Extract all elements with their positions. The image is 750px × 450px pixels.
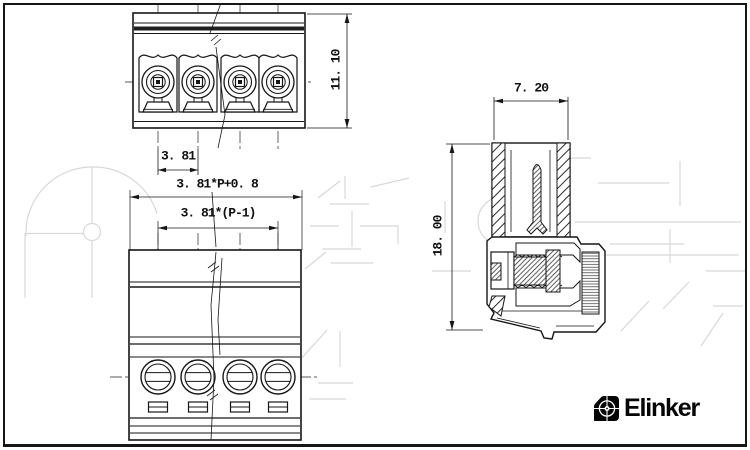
dim-side-width-label: 7. 20: [513, 80, 549, 96]
dim-total-width-label: 3. 81*P+0. 8: [176, 176, 259, 192]
dimension-total-width: [129, 190, 303, 250]
pole-1: [138, 54, 178, 113]
break-line-top-view: [206, 251, 223, 441]
dim-pitch-label: 3. 81: [160, 148, 196, 164]
clamp-bottom: [515, 279, 581, 307]
contact-pin: [526, 164, 548, 235]
watermark-logo-arc: [25, 166, 158, 237]
watermark-logo-center: [82, 222, 102, 242]
dim-pole-span-label: 3. 81*(P-1): [180, 205, 257, 221]
dimension-pitch: [157, 149, 199, 175]
front-view: [125, 2, 313, 150]
elinker-target-icon: [594, 395, 619, 421]
pole-4: [258, 54, 298, 113]
side-section-view: [446, 97, 606, 340]
dim-front-height-label: 11. 10: [328, 49, 344, 91]
latch-band: [134, 26, 304, 31]
dimension-side-height: [446, 143, 490, 331]
dimension-side-width: [493, 97, 569, 140]
top-view: [110, 232, 320, 443]
pole-3: [220, 54, 260, 113]
brand-logo: Elinker: [593, 392, 700, 424]
dimension-front-height: [307, 13, 352, 129]
dim-side-height-label: 18. 00: [430, 215, 446, 257]
brand-logo-text: Elinker: [624, 393, 700, 422]
dimension-pole-span: [157, 221, 279, 250]
break-line-middle: [211, 191, 217, 248]
wire-funnel: [581, 251, 600, 315]
break-line-front: [209, 2, 226, 149]
pole-2: [178, 54, 218, 113]
clamp-nut: [545, 249, 561, 293]
